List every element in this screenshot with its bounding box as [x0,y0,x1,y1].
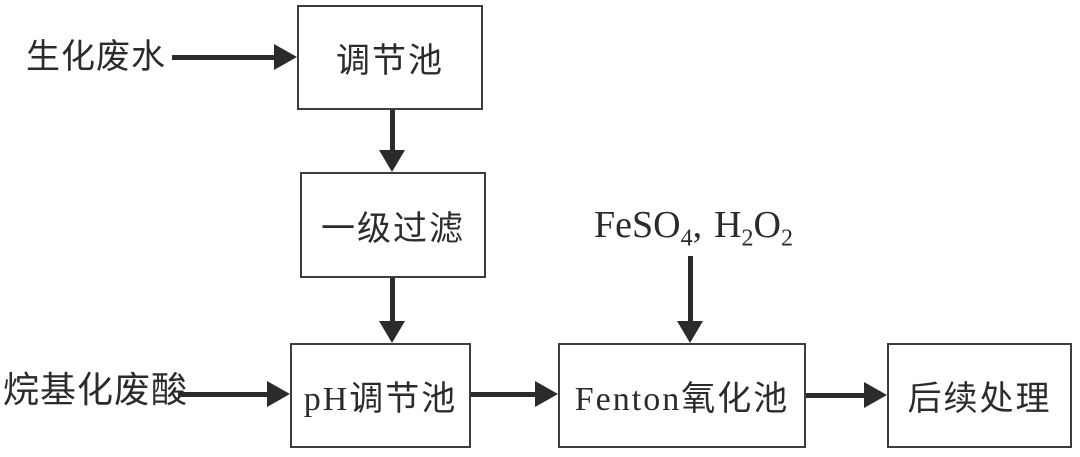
node-primary-filtration: 一级过滤 [300,172,486,278]
arrow-head-down-icon [379,321,405,343]
arrow-shaft [178,392,267,397]
arrow-head-right-icon [267,381,290,407]
arrow-head-down-icon [379,150,405,172]
node-fenton-oxidation-tank: Fenton氧化池 [558,343,806,448]
node-ph-adjustment-tank-label: pH调节池 [303,381,458,418]
node-primary-filtration-label: 一级过滤 [321,210,465,248]
node-ph-adjustment-tank: pH调节池 [290,343,471,448]
arrow-head-right-icon [535,381,558,407]
label-alkylation-waste-acid: 烷基化废酸 [3,370,189,410]
reagent-o-text: O [753,204,781,246]
reagent-h-subscript: 2 [741,225,754,252]
reagent-feso-subscript: 4 [680,225,693,252]
node-subsequent-treatment-label: 后续处理 [907,381,1052,418]
node-regulation-tank-label: 调节池 [336,43,444,80]
arrow-shaft [688,256,693,321]
reagent-feso-text: FeSO [594,204,681,246]
arrow-shaft [471,392,535,397]
arrow-head-down-icon [677,321,703,343]
arrow-shaft [172,55,274,60]
reagent-comma: , [692,204,703,246]
reagent-o-subscript: 2 [780,225,793,252]
arrow-shaft [390,278,395,321]
node-subsequent-treatment: 后续处理 [887,343,1072,448]
node-fenton-oxidation-tank-label: Fenton氧化池 [574,381,790,418]
reagent-h-text: H [714,204,742,246]
arrow-shaft [390,110,395,150]
node-regulation-tank: 调节池 [297,5,483,110]
arrow-head-right-icon [274,44,297,70]
label-biochemical-wastewater: 生化废水 [26,39,166,76]
arrow-shaft [806,393,864,398]
label-reagents-feso4-h2o2: FeSO4,H2O2 [594,204,793,251]
arrow-head-right-icon [864,382,887,408]
